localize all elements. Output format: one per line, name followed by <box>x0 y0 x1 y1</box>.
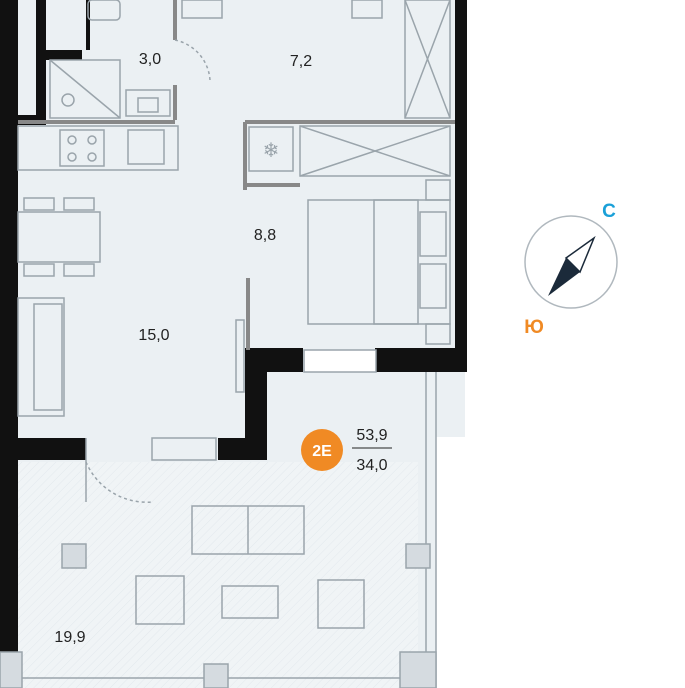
living-furniture <box>17 197 245 417</box>
unit-badge: 2E 53,9 34,0 <box>301 427 392 474</box>
room-area-bathroom2: 7,2 <box>290 53 312 70</box>
compass-north-label: С <box>602 201 616 222</box>
room-area-terrace: 19,9 <box>54 629 85 646</box>
compass-needle-south <box>548 258 580 296</box>
svg-text:❄: ❄ <box>263 140 280 162</box>
living-area: 34,0 <box>356 457 387 474</box>
terrace <box>0 349 437 688</box>
room-area-living: 15,0 <box>138 327 169 344</box>
floors <box>8 0 465 688</box>
total-area: 53,9 <box>356 427 387 444</box>
bed <box>307 179 451 345</box>
room-area-bathroom: 3,0 <box>139 51 161 68</box>
bathroom-fixtures <box>49 0 451 119</box>
compass-south-label: Ю <box>524 317 544 338</box>
kitchen-counter: ❄ <box>17 125 451 177</box>
interior-walls <box>18 0 455 350</box>
unit-code: 2E <box>312 443 332 460</box>
compass: С Ю <box>524 201 618 338</box>
room-area-bedroom: 8,8 <box>254 227 276 244</box>
